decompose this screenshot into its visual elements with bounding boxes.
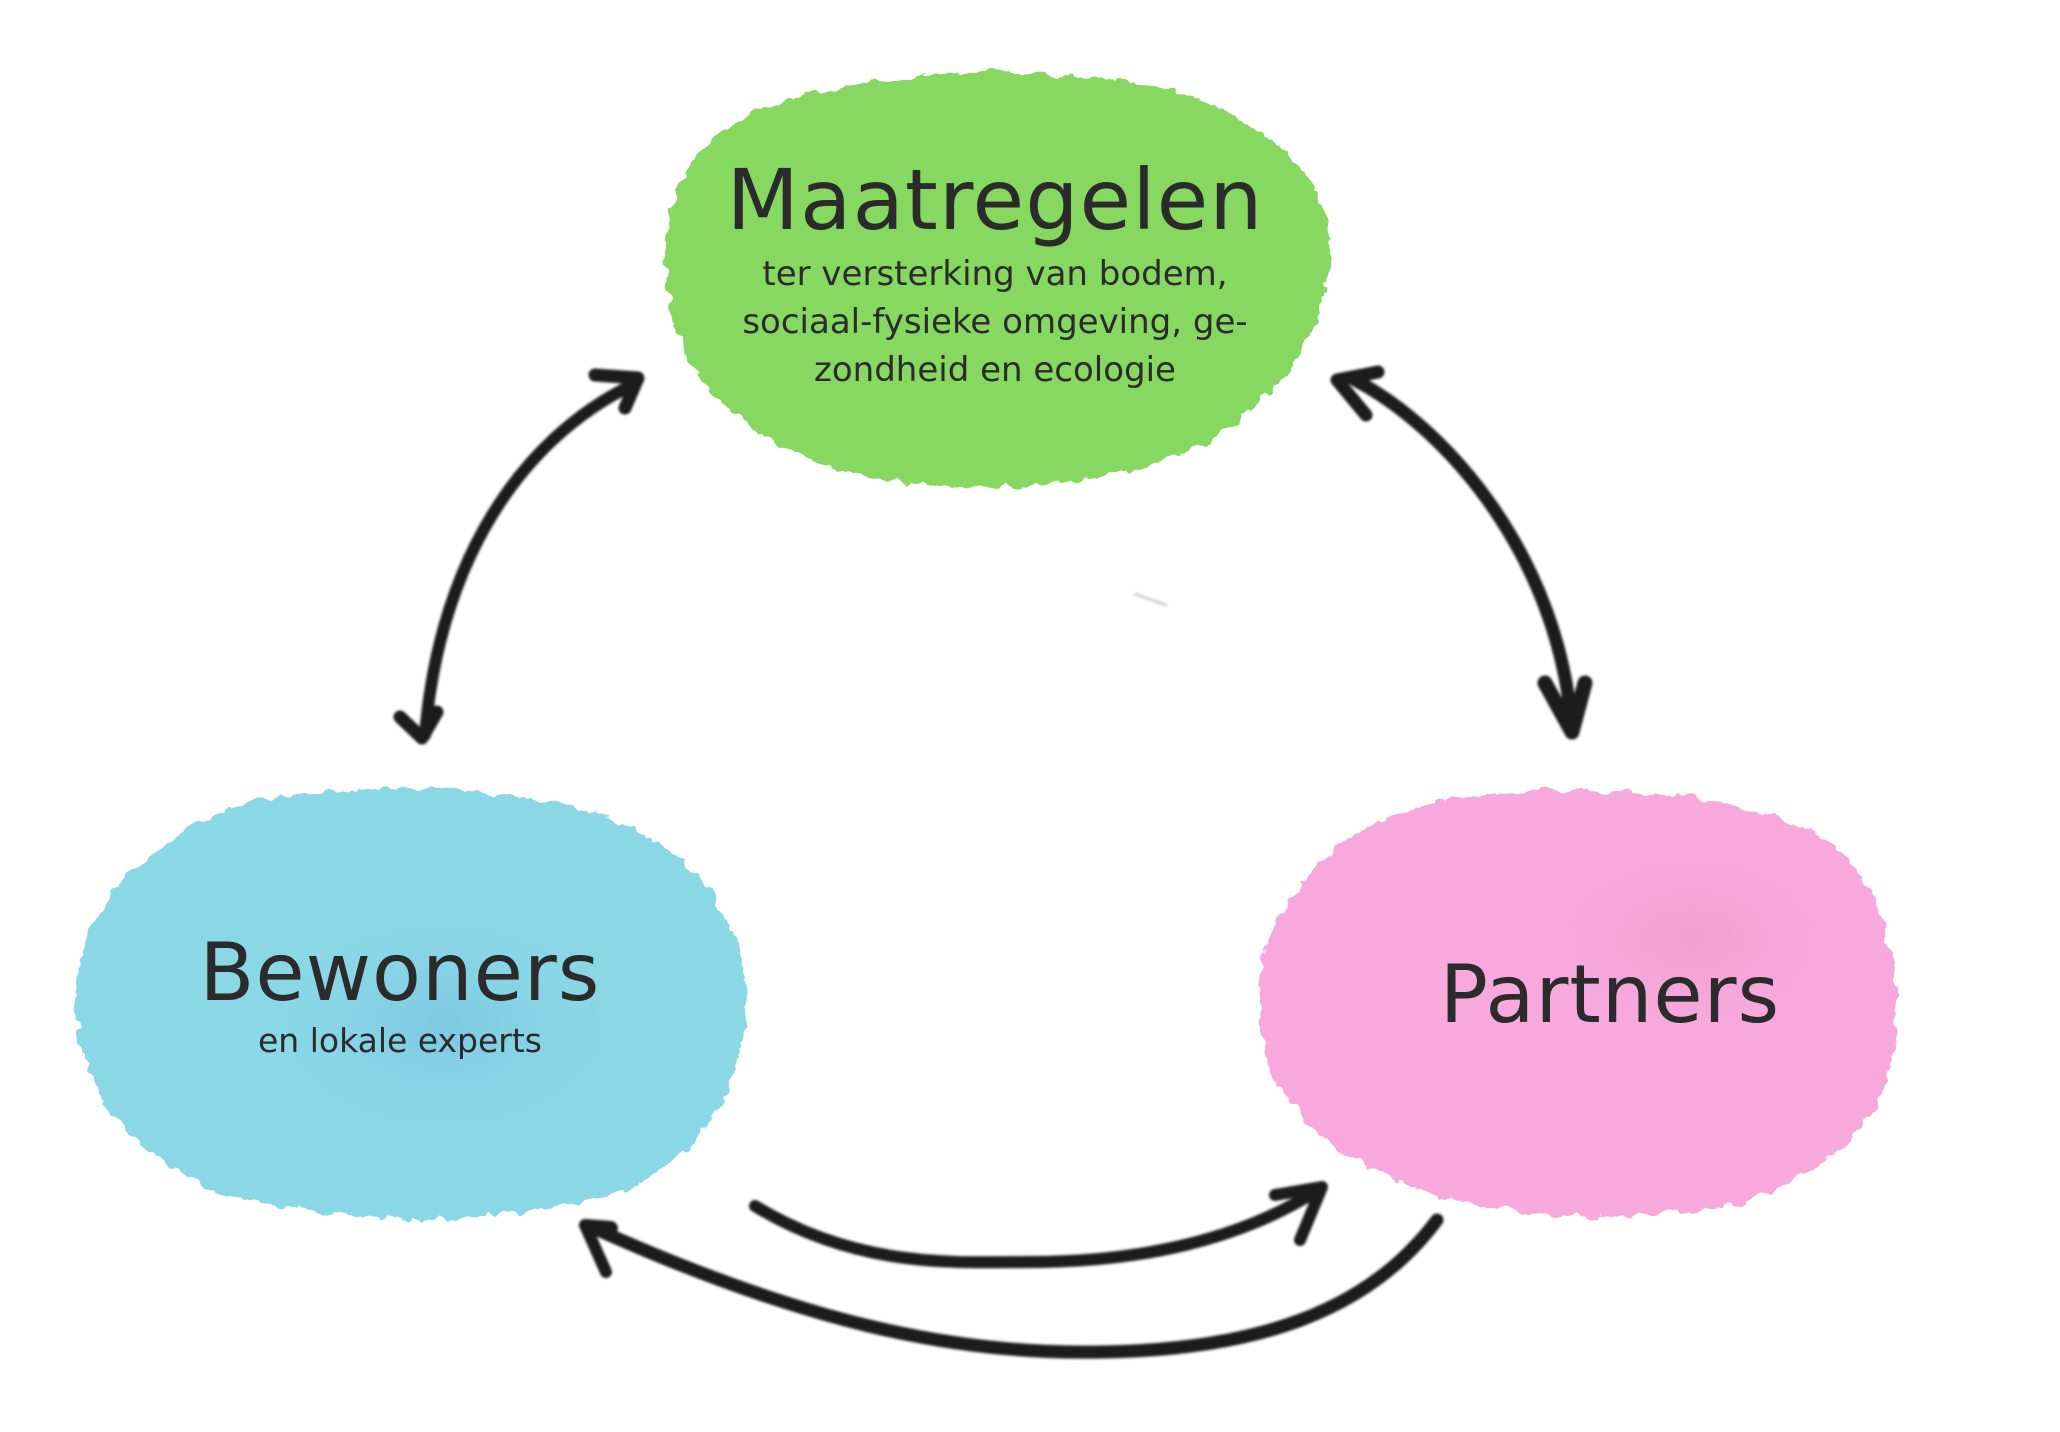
node-blob-bewoners [74, 788, 746, 1219]
node-subtitle-line: zondheid en ecologie [814, 350, 1176, 390]
node-title: Maatregelen [726, 151, 1264, 249]
arrow-bewoners-to-partners [749, 1181, 1328, 1269]
node-partners: Partners [1330, 945, 1890, 1045]
node-blob-maatregelen [664, 72, 1331, 487]
node-subtitle-line: ter versterking van bodem, [762, 254, 1228, 294]
node-title: Partners [1439, 948, 1781, 1041]
node-title: Bewoners [199, 926, 601, 1019]
node-blob-partners [1257, 790, 1896, 1217]
node-maatregelen: Maatregelen ter versterking van bodem, s… [660, 150, 1330, 394]
node-subtitle-line: en lokale experts [258, 1021, 542, 1060]
node-bewoners: Bewoners en lokale experts [75, 925, 725, 1061]
node-subtitle-line: sociaal-fysieke omgeving, ge- [742, 302, 1248, 342]
arrow-maatregelen-bewoners [393, 368, 645, 745]
stray-mark [1133, 592, 1168, 607]
arrow-partners-to-bewoners [579, 1213, 1444, 1359]
arrow-maatregelen-partners [1330, 365, 1593, 740]
